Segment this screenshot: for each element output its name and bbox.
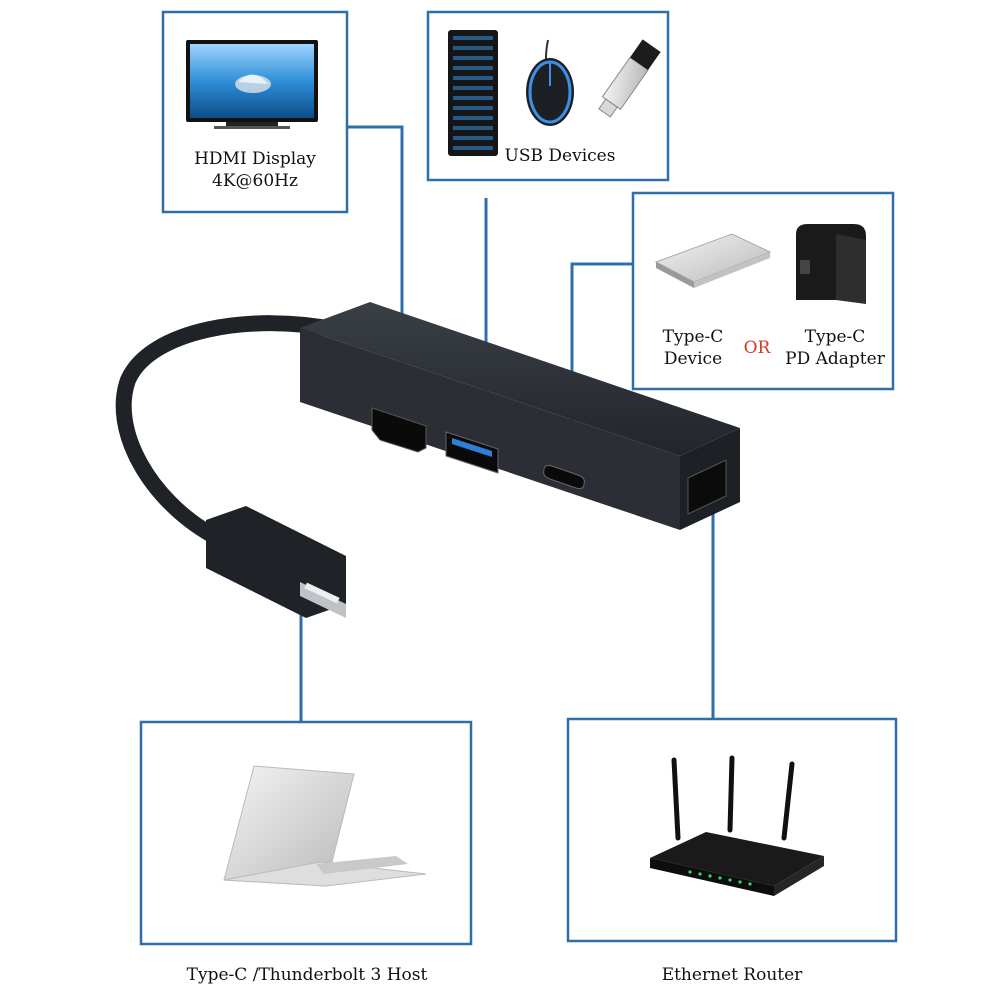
pd-adapter-line1: Type-C [804, 327, 866, 347]
usb-c-port [543, 465, 585, 489]
usb-flash-drive-icon [598, 39, 661, 118]
hdmi-display-line1: HDMI Display [194, 149, 316, 169]
ssd-drive-icon [654, 233, 772, 288]
hdmi-display-label: HDMI Display 4K@60Hz [163, 148, 347, 192]
tv-icon [186, 40, 318, 129]
laptop-icon [223, 765, 427, 887]
hdmi-display-line2: 4K@60Hz [212, 171, 298, 191]
router-label: Ethernet Router [661, 965, 803, 985]
typec-device-line2: Device [663, 349, 723, 369]
keyboard-icon [448, 30, 498, 156]
pd-adapter-label: Type-C PD Adapter [782, 326, 888, 370]
or-label: OR [743, 338, 771, 358]
typec-device-line1: Type-C [662, 327, 724, 347]
usb-c-hub-icon [115, 302, 740, 618]
pd-adapter-line2: PD Adapter [785, 349, 885, 369]
mouse-icon [526, 39, 574, 126]
router-icon [650, 755, 824, 896]
power-adapter-icon [796, 224, 866, 304]
typec-device-label: Type-C Device [650, 326, 736, 370]
ethernet-port [687, 459, 727, 515]
usb-devices-label: USB Devices [504, 146, 616, 166]
host-label: Type-C /Thunderbolt 3 Host [186, 965, 428, 985]
hdmi-port [371, 407, 427, 453]
